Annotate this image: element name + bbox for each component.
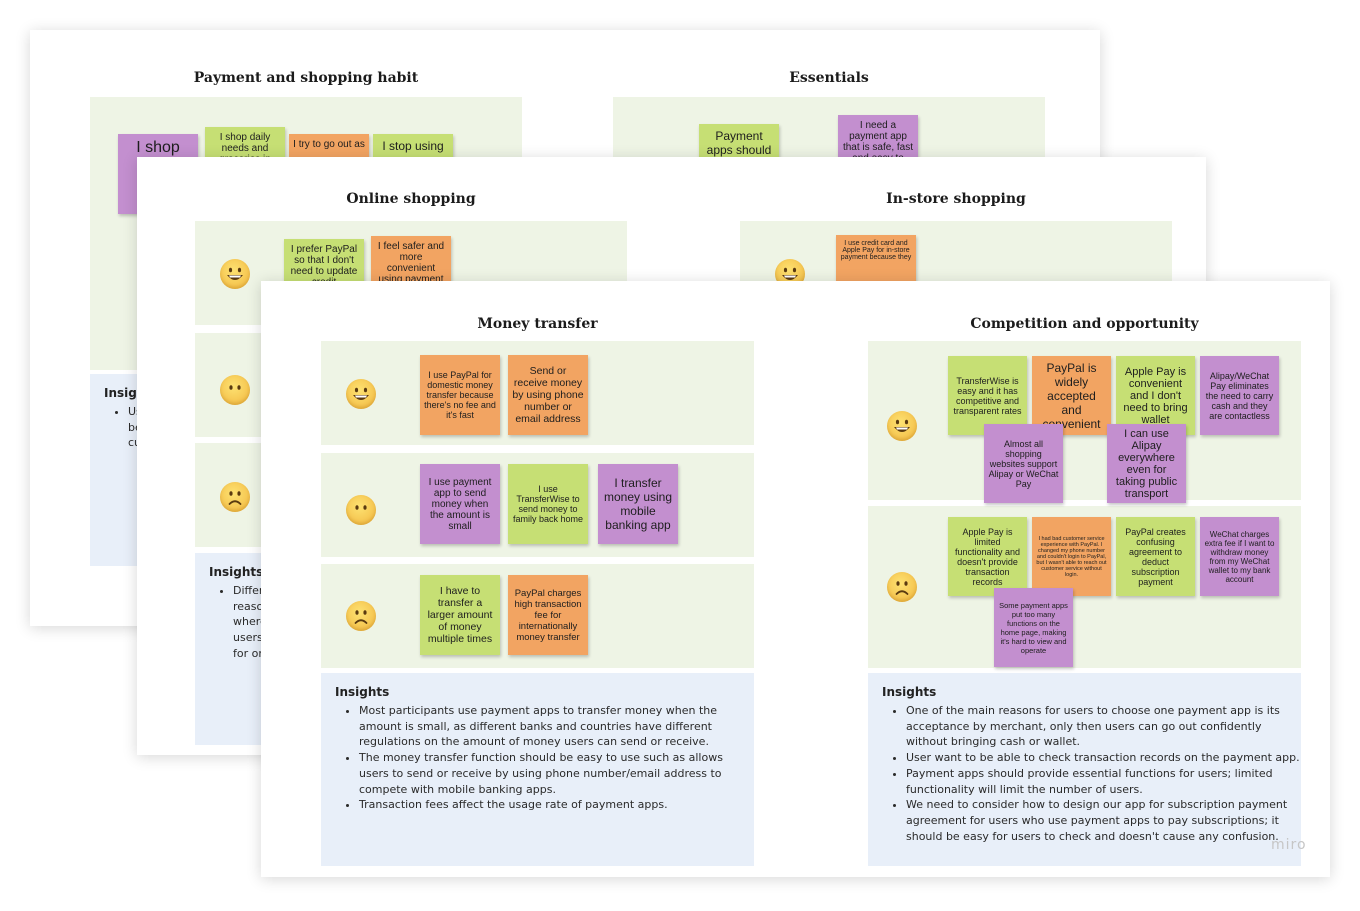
board-title-competition: Competition and opportunity — [970, 316, 1199, 332]
board-title-in-store-shopping: In-store shopping — [886, 191, 1026, 207]
insight-item: We need to consider how to design our ap… — [906, 797, 1301, 844]
insights-title: Insights — [209, 565, 264, 579]
insight-item: One of the main reasons for users to cho… — [906, 703, 1301, 750]
insight-item: Transaction fees affect the usage rate o… — [359, 797, 749, 813]
sticky-note[interactable]: I had bad customer service experience wi… — [1032, 517, 1111, 596]
insight-item: Most participants use payment apps to tr… — [359, 703, 749, 750]
insight-item: Payment apps should provide essential fu… — [906, 766, 1301, 797]
neutral-face-icon — [220, 375, 250, 405]
insight-item: Differ — [233, 583, 267, 599]
insights-title: Insigh — [104, 386, 146, 400]
insight-item: where — [233, 615, 267, 629]
insight-item: users — [233, 631, 263, 645]
sticky-note[interactable]: I use payment app to send money when the… — [420, 464, 500, 544]
insights-panel-money-transfer: Insights Most participants use payment a… — [321, 673, 754, 866]
sticky-note[interactable]: Some payment apps put too many functions… — [994, 588, 1073, 667]
sticky-note[interactable]: WeChat charges extra fee if I want to wi… — [1200, 517, 1279, 596]
insights-panel-competition: Insights One of the main reasons for use… — [868, 673, 1301, 866]
insight-item: The money transfer function should be ea… — [359, 750, 749, 797]
insights-list: Differ reaso where users for or — [209, 583, 267, 662]
sticky-note[interactable]: PayPal charges high transaction fee for … — [508, 575, 588, 655]
sticky-note[interactable]: I use PayPal for domestic money transfer… — [420, 355, 500, 435]
board-money-transfer: Money transfer Competition and opportuni… — [261, 281, 1330, 877]
sticky-note[interactable]: Apple Pay is limited functionality and d… — [948, 517, 1027, 596]
sticky-note[interactable]: I use TransferWise to send money to fami… — [508, 464, 588, 544]
sad-face-icon — [220, 482, 250, 512]
sticky-note[interactable]: I transfer money using mobile banking ap… — [598, 464, 678, 544]
miro-logo: miro — [1271, 837, 1307, 853]
board-title-online-shopping: Online shopping — [346, 191, 476, 207]
insight-item: User want to be able to check transactio… — [906, 750, 1301, 766]
insights-title: Insights — [882, 685, 937, 699]
insight-item: for or — [233, 646, 263, 660]
sticky-note[interactable]: I can use Alipay everywhere even for tak… — [1107, 424, 1186, 503]
neutral-face-icon — [346, 495, 376, 525]
happy-face-icon — [220, 259, 250, 289]
board-title-essentials: Essentials — [789, 70, 869, 86]
sticky-note[interactable]: Almost all shopping websites support Ali… — [984, 424, 1063, 503]
sad-face-icon — [887, 572, 917, 602]
happy-face-icon — [346, 379, 376, 409]
insights-list: One of the main reasons for users to cho… — [882, 703, 1301, 844]
sticky-note[interactable]: TransferWise is easy and it has competit… — [948, 356, 1027, 435]
insights-title: Insights — [335, 685, 390, 699]
sticky-note[interactable]: Apple Pay is convenient and I don't need… — [1116, 356, 1195, 435]
sticky-note[interactable]: Alipay/WeChat Pay eliminates the need to… — [1200, 356, 1279, 435]
sticky-note[interactable]: PayPal creates confusing agreement to de… — [1116, 517, 1195, 596]
insight-item: reaso — [233, 599, 264, 613]
insights-list: Most participants use payment apps to tr… — [335, 703, 749, 813]
happy-face-icon — [887, 411, 917, 441]
board-title-payment-habit: Payment and shopping habit — [193, 70, 419, 86]
sticky-note[interactable]: Send or receive money by using phone num… — [508, 355, 588, 435]
sad-face-icon — [346, 601, 376, 631]
board-title-money-transfer: Money transfer — [477, 316, 598, 332]
sticky-note[interactable]: I have to transfer a larger amount of mo… — [420, 575, 500, 655]
